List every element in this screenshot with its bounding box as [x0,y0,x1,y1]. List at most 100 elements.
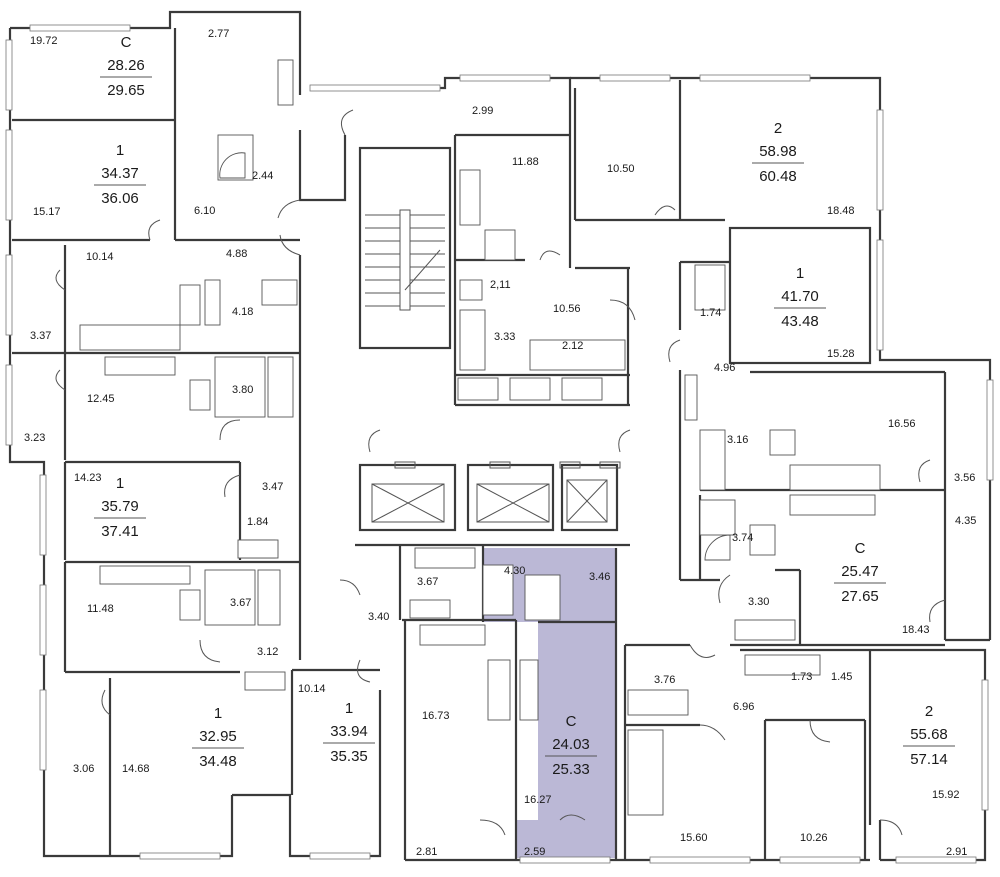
room-area: 3.16 [727,434,748,446]
apartment-label[interactable]: С 25.47 27.65 [834,540,886,605]
room-area: 3.40 [368,611,389,623]
room-area: 2.59 [524,846,545,858]
apartment-label[interactable]: 1 34.37 36.06 [94,142,146,207]
apartment-label[interactable]: 1 33.94 35.35 [323,700,375,765]
svg-text:29.65: 29.65 [107,82,145,99]
svg-text:60.48: 60.48 [759,168,797,185]
room-area: 16.27 [524,794,552,806]
svg-text:27.65: 27.65 [841,588,879,605]
room-area: 12.45 [87,393,115,405]
svg-text:1: 1 [116,475,124,492]
room-area: 14.68 [122,763,150,775]
room-area: 3.30 [748,596,769,608]
room-area: 2.77 [208,28,229,40]
doors [55,109,946,836]
room-area: 14.23 [74,472,102,484]
apartment-label-highlighted[interactable]: С 24.03 25.33 [545,713,597,778]
room-area: 3.74 [732,532,753,544]
svg-text:25.33: 25.33 [552,761,590,778]
room-area: 10.14 [298,683,326,695]
room-area: 10.26 [800,832,828,844]
room-area: 11.88 [512,156,539,168]
stairwell [365,209,445,311]
room-area: 15.17 [33,206,61,218]
elevator-shafts [371,461,621,523]
room-area: 3.67 [417,576,438,588]
room-area: 4.30 [504,565,525,577]
room-area: 6.96 [733,701,754,713]
room-area: 2.99 [472,105,493,117]
room-area: 3.47 [262,481,283,493]
svg-text:34.37: 34.37 [101,165,139,182]
svg-text:43.48: 43.48 [781,313,819,330]
svg-text:С: С [566,713,577,730]
svg-text:35.35: 35.35 [330,748,368,765]
room-area: 4.96 [714,362,735,374]
apartment-label[interactable]: 2 55.68 57.14 [903,703,955,768]
room-area: 3.67 [230,597,251,609]
room-area-labels: 19.72 2.77 15.17 6.10 2.44 10.14 4.88 3.… [24,28,976,858]
room-area: 10.14 [86,251,114,263]
room-area: 18.48 [827,205,855,217]
apartment-labels: С 28.26 29.65 1 34.37 36.06 1 35.79 37.4… [94,34,955,778]
room-area: 3.46 [589,571,610,583]
room-area: 1.73 [791,671,812,683]
svg-text:2: 2 [774,120,782,137]
room-area: 16.73 [422,710,450,722]
highlighted-apartment[interactable] [483,548,616,858]
room-area: 3.33 [494,331,515,343]
room-area: 3.80 [232,384,253,396]
apartment-label[interactable]: 1 32.95 34.48 [192,705,244,770]
room-area: 6.10 [194,205,215,217]
windows [5,24,994,864]
apartment-label[interactable]: 2 58.98 60.48 [752,120,804,185]
svg-text:32.95: 32.95 [199,728,237,745]
svg-text:2: 2 [925,703,933,720]
room-area: 10.50 [607,163,635,175]
room-area: 2.12 [562,340,583,352]
walls [8,10,992,862]
svg-text:1: 1 [796,265,804,282]
svg-text:1: 1 [345,700,353,717]
room-area: 3.56 [954,472,975,484]
fixtures [79,59,881,816]
svg-text:58.98: 58.98 [759,143,797,160]
room-area: 3.12 [257,646,278,658]
apartment-label[interactable]: С 28.26 29.65 [100,34,152,99]
room-area: 2.44 [252,170,273,182]
svg-text:36.06: 36.06 [101,190,139,207]
svg-text:1: 1 [116,142,124,159]
svg-text:55.68: 55.68 [910,726,948,743]
svg-text:57.14: 57.14 [910,751,948,768]
apartment-label[interactable]: 1 41.70 43.48 [774,265,826,330]
svg-text:34.48: 34.48 [199,753,237,770]
room-area: 2.81 [416,846,437,858]
room-area: 18.43 [902,624,930,636]
room-area: 15.60 [680,832,708,844]
svg-text:28.26: 28.26 [107,57,145,74]
room-area: 16.56 [888,418,916,430]
svg-text:С: С [121,34,132,51]
svg-text:25.47: 25.47 [841,563,879,580]
room-area: 3.06 [73,763,94,775]
room-area: 19.72 [30,35,58,47]
room-area: 4.35 [955,515,976,527]
room-area: 15.28 [827,348,855,360]
room-area: 4.88 [226,248,247,260]
room-area: 11.48 [87,603,114,615]
svg-text:37.41: 37.41 [101,523,139,540]
svg-text:С: С [855,540,866,557]
apartment-label[interactable]: 1 35.79 37.41 [94,475,146,540]
svg-text:33.94: 33.94 [330,723,368,740]
room-area: 3.76 [654,674,675,686]
room-area: 2,11 [490,279,511,291]
room-area: 3.37 [30,330,51,342]
svg-text:24.03: 24.03 [552,736,590,753]
svg-text:35.79: 35.79 [101,498,139,515]
svg-text:1: 1 [214,705,222,722]
room-area: 10.56 [553,303,581,315]
room-area: 1.45 [831,671,852,683]
room-area: 2.91 [946,846,967,858]
room-area: 1.74 [700,307,721,319]
room-area: 15.92 [932,789,960,801]
